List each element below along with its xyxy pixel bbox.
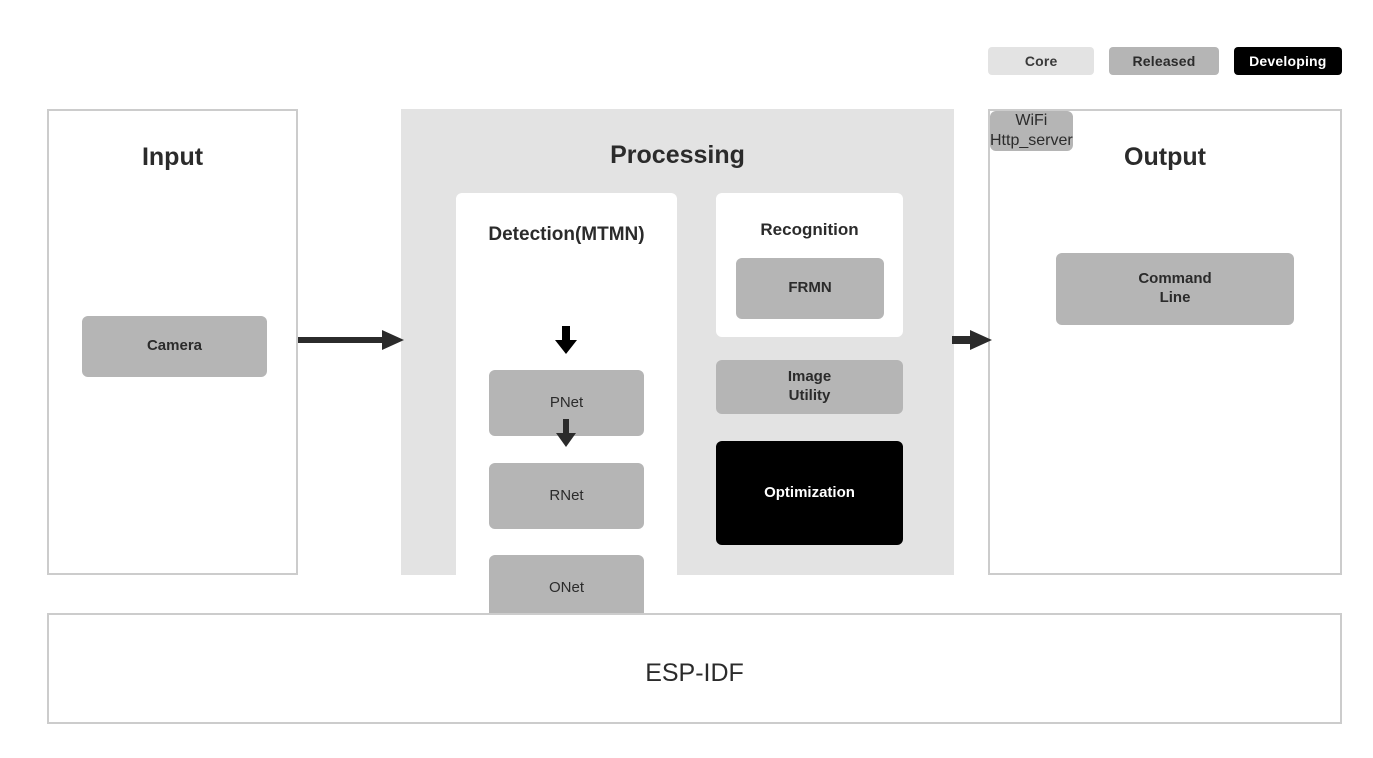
card-title-recognition: Recognition	[760, 220, 859, 239]
legend: Core Released Developing	[988, 47, 1342, 75]
panel-processing: Processing Detection(MTMN) PNet RNet ONe…	[401, 109, 954, 654]
legend-label-developing: Developing	[1249, 53, 1327, 69]
arrow-processing-to-output-icon	[952, 330, 992, 350]
legend-chip-released: Released	[1109, 47, 1219, 75]
block-rnet: RNet	[489, 463, 644, 529]
panel-title-input: Input	[141, 143, 204, 171]
card-recognition: Recognition FRMN	[716, 193, 903, 337]
panel-output: Output Command Line WiFi Http_server	[988, 109, 1342, 575]
block-command-line: Command Line	[1056, 253, 1294, 325]
block-image-utility: Image Utility	[716, 360, 903, 414]
block-onet: ONet	[489, 555, 644, 621]
arrow-rnet-to-onet-icon	[556, 419, 576, 447]
panel-input: Input Camera	[47, 109, 298, 575]
card-detection: Detection(MTMN) PNet RNet ONet	[456, 193, 677, 654]
legend-chip-core: Core	[988, 47, 1095, 75]
legend-chip-developing: Developing	[1233, 47, 1342, 75]
card-title-detection: Detection(MTMN)	[488, 224, 645, 245]
panel-title-esp-idf: ESP-IDF	[645, 659, 744, 687]
block-frmn: FRMN	[736, 258, 884, 319]
panel-title-processing: Processing	[610, 141, 745, 169]
block-wifi-http-server: WiFi Http_server	[990, 111, 1073, 151]
arrow-input-to-processing-icon	[298, 330, 404, 350]
arrow-pnet-to-rnet-icon	[555, 326, 577, 354]
block-camera: Camera	[82, 316, 267, 377]
panel-title-output: Output	[1124, 143, 1206, 171]
block-optimization: Optimization	[716, 441, 903, 545]
legend-label-released: Released	[1132, 53, 1196, 69]
panel-esp-idf: ESP-IDF	[47, 613, 1342, 724]
legend-label-core: Core	[1024, 53, 1058, 69]
